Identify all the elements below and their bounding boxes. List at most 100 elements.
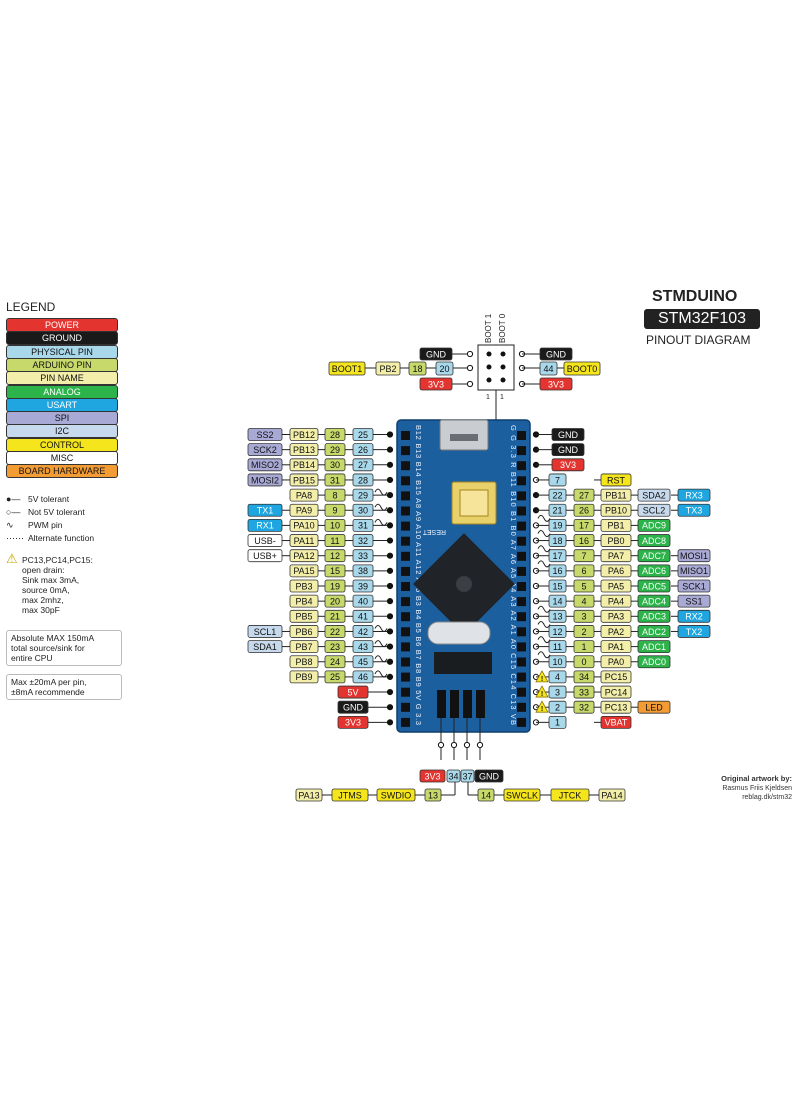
swd-left-pa13: PA13: [295, 788, 323, 802]
svg-text:PA3: PA3: [608, 612, 624, 622]
svg-text:14: 14: [552, 596, 562, 606]
svg-text:GND: GND: [343, 703, 364, 713]
svg-text:4: 4: [555, 672, 560, 682]
5v-tolerant-dot: [386, 658, 394, 665]
svg-text:PB4: PB4: [295, 596, 312, 606]
pwm-icon: [537, 620, 551, 628]
header-pad: [401, 702, 410, 712]
boot-header-pin: [500, 364, 506, 370]
header-pad: [401, 431, 410, 440]
svg-text:10: 10: [552, 657, 562, 667]
svg-text:PC13: PC13: [605, 703, 628, 713]
right-pin-pc14-physical: 3: [548, 685, 567, 699]
5v-tolerant-dot: [386, 582, 394, 590]
header-pad: [401, 536, 410, 546]
left-pin-pb5-name: PB5: [289, 609, 319, 623]
warning-icon: ⚠: [6, 551, 18, 566]
svg-text:PA1: PA1: [608, 642, 624, 652]
right-pin-pa3-physical: 13: [548, 609, 567, 623]
header-pad: [401, 461, 410, 471]
svg-text:15: 15: [552, 581, 562, 591]
svg-text:PB15: PB15: [293, 475, 315, 485]
svg-text:ADC4: ADC4: [642, 596, 666, 606]
svg-text:MOSI1: MOSI1: [680, 551, 708, 561]
boot-left-3v3: 3V3: [419, 377, 453, 391]
svg-text:34: 34: [448, 771, 458, 781]
svg-text:16: 16: [552, 566, 562, 576]
right-pin-pa4-physical: 14: [548, 594, 567, 608]
not-5v-tolerant-dot: [437, 741, 445, 749]
right-pin-pa5-arduino: 5: [573, 579, 595, 593]
right-pin-pa3-adc3: ADC3: [637, 609, 671, 623]
diagram-subtitle: PINOUT DIAGRAM: [646, 333, 751, 347]
left-pin-pa11-arduino: 11: [324, 534, 346, 547]
right-pin-pa6-arduino: 6: [573, 564, 595, 578]
crystal: [427, 621, 491, 645]
left-pin-pb14-name: PB14: [289, 458, 319, 472]
5v-tolerant-dot: [386, 461, 394, 468]
svg-text:28: 28: [358, 475, 368, 485]
left-pin-pb13-arduino: 29: [324, 443, 346, 457]
svg-text:20: 20: [330, 596, 340, 606]
legend-title: LEGEND: [6, 300, 56, 314]
right-pin-pa4-arduino: 4: [573, 594, 595, 608]
voltage-regulator: [434, 652, 492, 674]
svg-text:ADC7: ADC7: [642, 551, 666, 561]
header-pad: [517, 506, 526, 516]
svg-text:18: 18: [412, 364, 422, 374]
header-pad: [517, 536, 526, 546]
header-pad: [517, 461, 526, 471]
boot1-pin-name: PB2: [375, 361, 401, 376]
left-pin-pb4-name: PB4: [289, 594, 319, 608]
svg-text:28: 28: [330, 430, 340, 440]
right-pin-pc14-arduino: 33: [573, 685, 595, 699]
legend-symbol-row: ●—5V tolerant: [6, 494, 70, 504]
header-pad: [401, 657, 410, 667]
svg-text:32: 32: [579, 703, 589, 713]
right-pin-pa3-rx2: RX2: [677, 609, 711, 623]
left-pin-pb6-name: PB6: [289, 625, 319, 638]
right-pin-pa6-physical: 16: [548, 564, 567, 578]
5v-tolerant-dot: [386, 492, 394, 499]
swd-header-pin: [476, 690, 485, 718]
svg-text:16: 16: [579, 536, 589, 546]
legend-note-per-pin: Max ±20mA per pin, ±8mA recommende: [6, 674, 122, 700]
svg-text:46: 46: [358, 672, 368, 682]
header-pad: [517, 612, 526, 622]
left-pin-pb4-arduino: 20: [324, 594, 346, 608]
svg-text:10: 10: [330, 521, 340, 531]
swd-header-pin: [437, 690, 446, 718]
warning-line: max 30pF: [22, 605, 60, 615]
right-pin-pa7-adc7: ADC7: [637, 549, 671, 563]
left-pin-pb14-physical: 27: [352, 458, 374, 472]
left-pin-pb8-name: PB8: [289, 655, 319, 669]
right-pin-pb10-name: PB10: [600, 503, 632, 517]
svg-text:27: 27: [358, 460, 368, 470]
legend-symbol-row: ⋯⋯Alternate function: [6, 533, 95, 543]
svg-text:PA13: PA13: [298, 790, 319, 800]
header-pad: [517, 717, 526, 727]
svg-text:5: 5: [581, 581, 586, 591]
header-pad: [517, 702, 526, 712]
header-pad: [517, 672, 526, 682]
header-pad: [401, 566, 410, 576]
swd-right-pa14: PA14: [598, 788, 626, 802]
left-pin-pb3-arduino: 19: [324, 579, 346, 593]
5v-tolerant-dot: [386, 522, 394, 529]
5v-tolerant-dot: [386, 476, 394, 484]
svg-text:12: 12: [330, 551, 340, 561]
header-pad: [517, 566, 526, 576]
swd-top-3v3-0: 3V3: [419, 769, 446, 783]
svg-text:45: 45: [358, 657, 368, 667]
left-pin-pb15-name: PB15: [289, 473, 319, 487]
5v-tolerant-dot: [386, 507, 394, 514]
svg-text:1: 1: [581, 642, 586, 652]
not-5v-tolerant-dot: [466, 364, 474, 372]
left-pin-pb3-name: PB3: [289, 579, 319, 593]
alternate-icon: ⋯⋯: [6, 533, 24, 543]
right-pin-pb0-physical: 18: [548, 534, 567, 547]
svg-text:PA8: PA8: [296, 490, 312, 500]
warning-line: PC13,PC14,PC15:: [22, 555, 93, 565]
svg-text:30: 30: [358, 506, 368, 516]
svg-text:USB+: USB+: [253, 551, 277, 561]
